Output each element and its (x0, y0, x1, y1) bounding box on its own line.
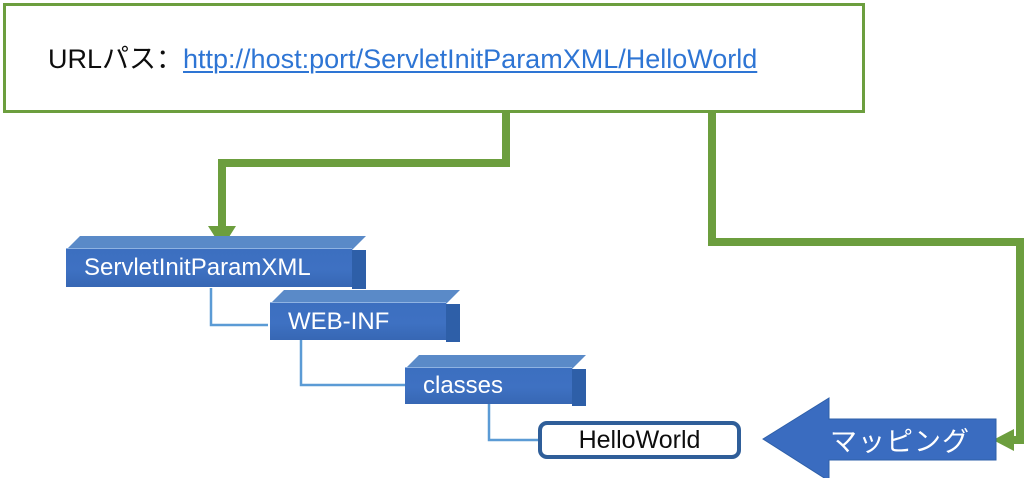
connector-classes-to-helloworld (487, 404, 540, 442)
folder-bevel-side (446, 304, 460, 342)
url-line: URLパス：http://host:port/ServletInitParamX… (48, 42, 757, 76)
url-link[interactable]: http://host:port/ServletInitParamXML/Hel… (183, 44, 758, 74)
servlet-node-helloworld[interactable]: HelloWorld (538, 421, 741, 459)
folder-box-web-inf[interactable]: WEB-INF (270, 290, 460, 342)
folder-label: ServletInitParamXML (84, 254, 311, 281)
folder-face: ServletInitParamXML (66, 248, 352, 287)
folder-box-classes[interactable]: classes (405, 355, 586, 406)
connector-root-to-webinf (209, 288, 268, 327)
folder-bevel-top (405, 355, 586, 369)
folder-bevel-top (66, 236, 366, 250)
folder-face: classes (405, 367, 572, 404)
url-banner: URLパス：http://host:port/ServletInitParamX… (3, 3, 865, 113)
folder-face: WEB-INF (270, 302, 446, 340)
servlet-node-label: HelloWorld (578, 425, 701, 454)
url-path-label: URLパス (48, 44, 157, 74)
folder-label: classes (423, 372, 504, 399)
folder-box-servletinitparamxml[interactable]: ServletInitParamXML (66, 236, 366, 289)
servlet-mapping-arrowhead (993, 429, 1014, 451)
mapping-arrow-shape (762, 397, 997, 478)
folder-bevel-top (270, 290, 460, 304)
url-separator: ： (156, 44, 184, 74)
folder-bevel-side (572, 369, 586, 406)
folder-bevel-side (352, 250, 366, 289)
folder-label: WEB-INF (288, 307, 390, 335)
context-path-green-connector (218, 87, 510, 233)
servlet-mapping-green-connector (708, 87, 1024, 444)
connector-webinf-to-classes (299, 340, 408, 387)
